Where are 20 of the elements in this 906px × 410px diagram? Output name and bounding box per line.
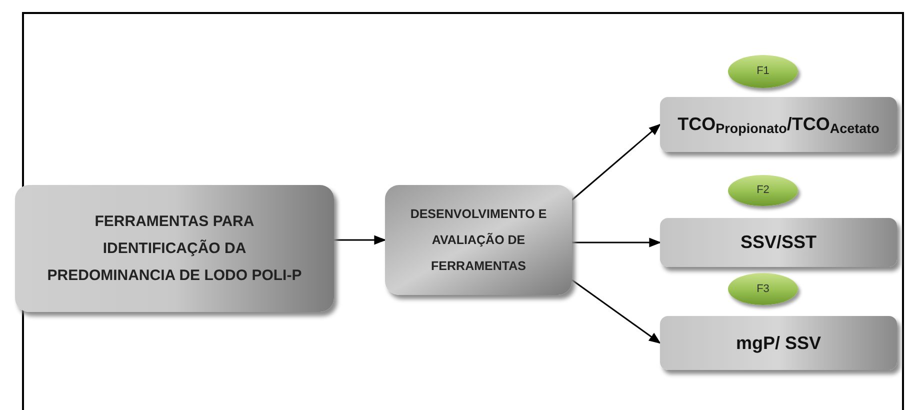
- result-box: [660, 218, 897, 267]
- node-label: F1: [756, 64, 770, 80]
- arrow: [572, 279, 661, 344]
- result-box: [660, 97, 897, 152]
- label-oval: [728, 273, 798, 305]
- node-label: SSV/SST: [740, 231, 817, 254]
- node-label: TCO$_{Propionato}$/TCO$_{Acetato}$: [678, 113, 880, 138]
- arrow: [334, 235, 386, 245]
- arrow: [572, 238, 662, 248]
- label-oval: [728, 175, 798, 206]
- node-label: FERRAMENTAS PARA IDENTIFICAÇÃO DA PREDOMINANCIA DE LODO POLI-P: [46, 212, 303, 286]
- label-oval: [728, 55, 798, 88]
- result-box: [660, 316, 897, 370]
- node-label: mgP/ SSV: [736, 332, 822, 355]
- node-label: F3: [756, 282, 770, 297]
- arrow: [572, 124, 661, 201]
- process-box: [385, 185, 572, 295]
- process-box: [15, 185, 334, 312]
- node-label: DESENVOLVIMENTO E AVALIAÇÃO DE FERRAMENTAS: [409, 206, 548, 275]
- node-label: F2: [756, 183, 770, 198]
